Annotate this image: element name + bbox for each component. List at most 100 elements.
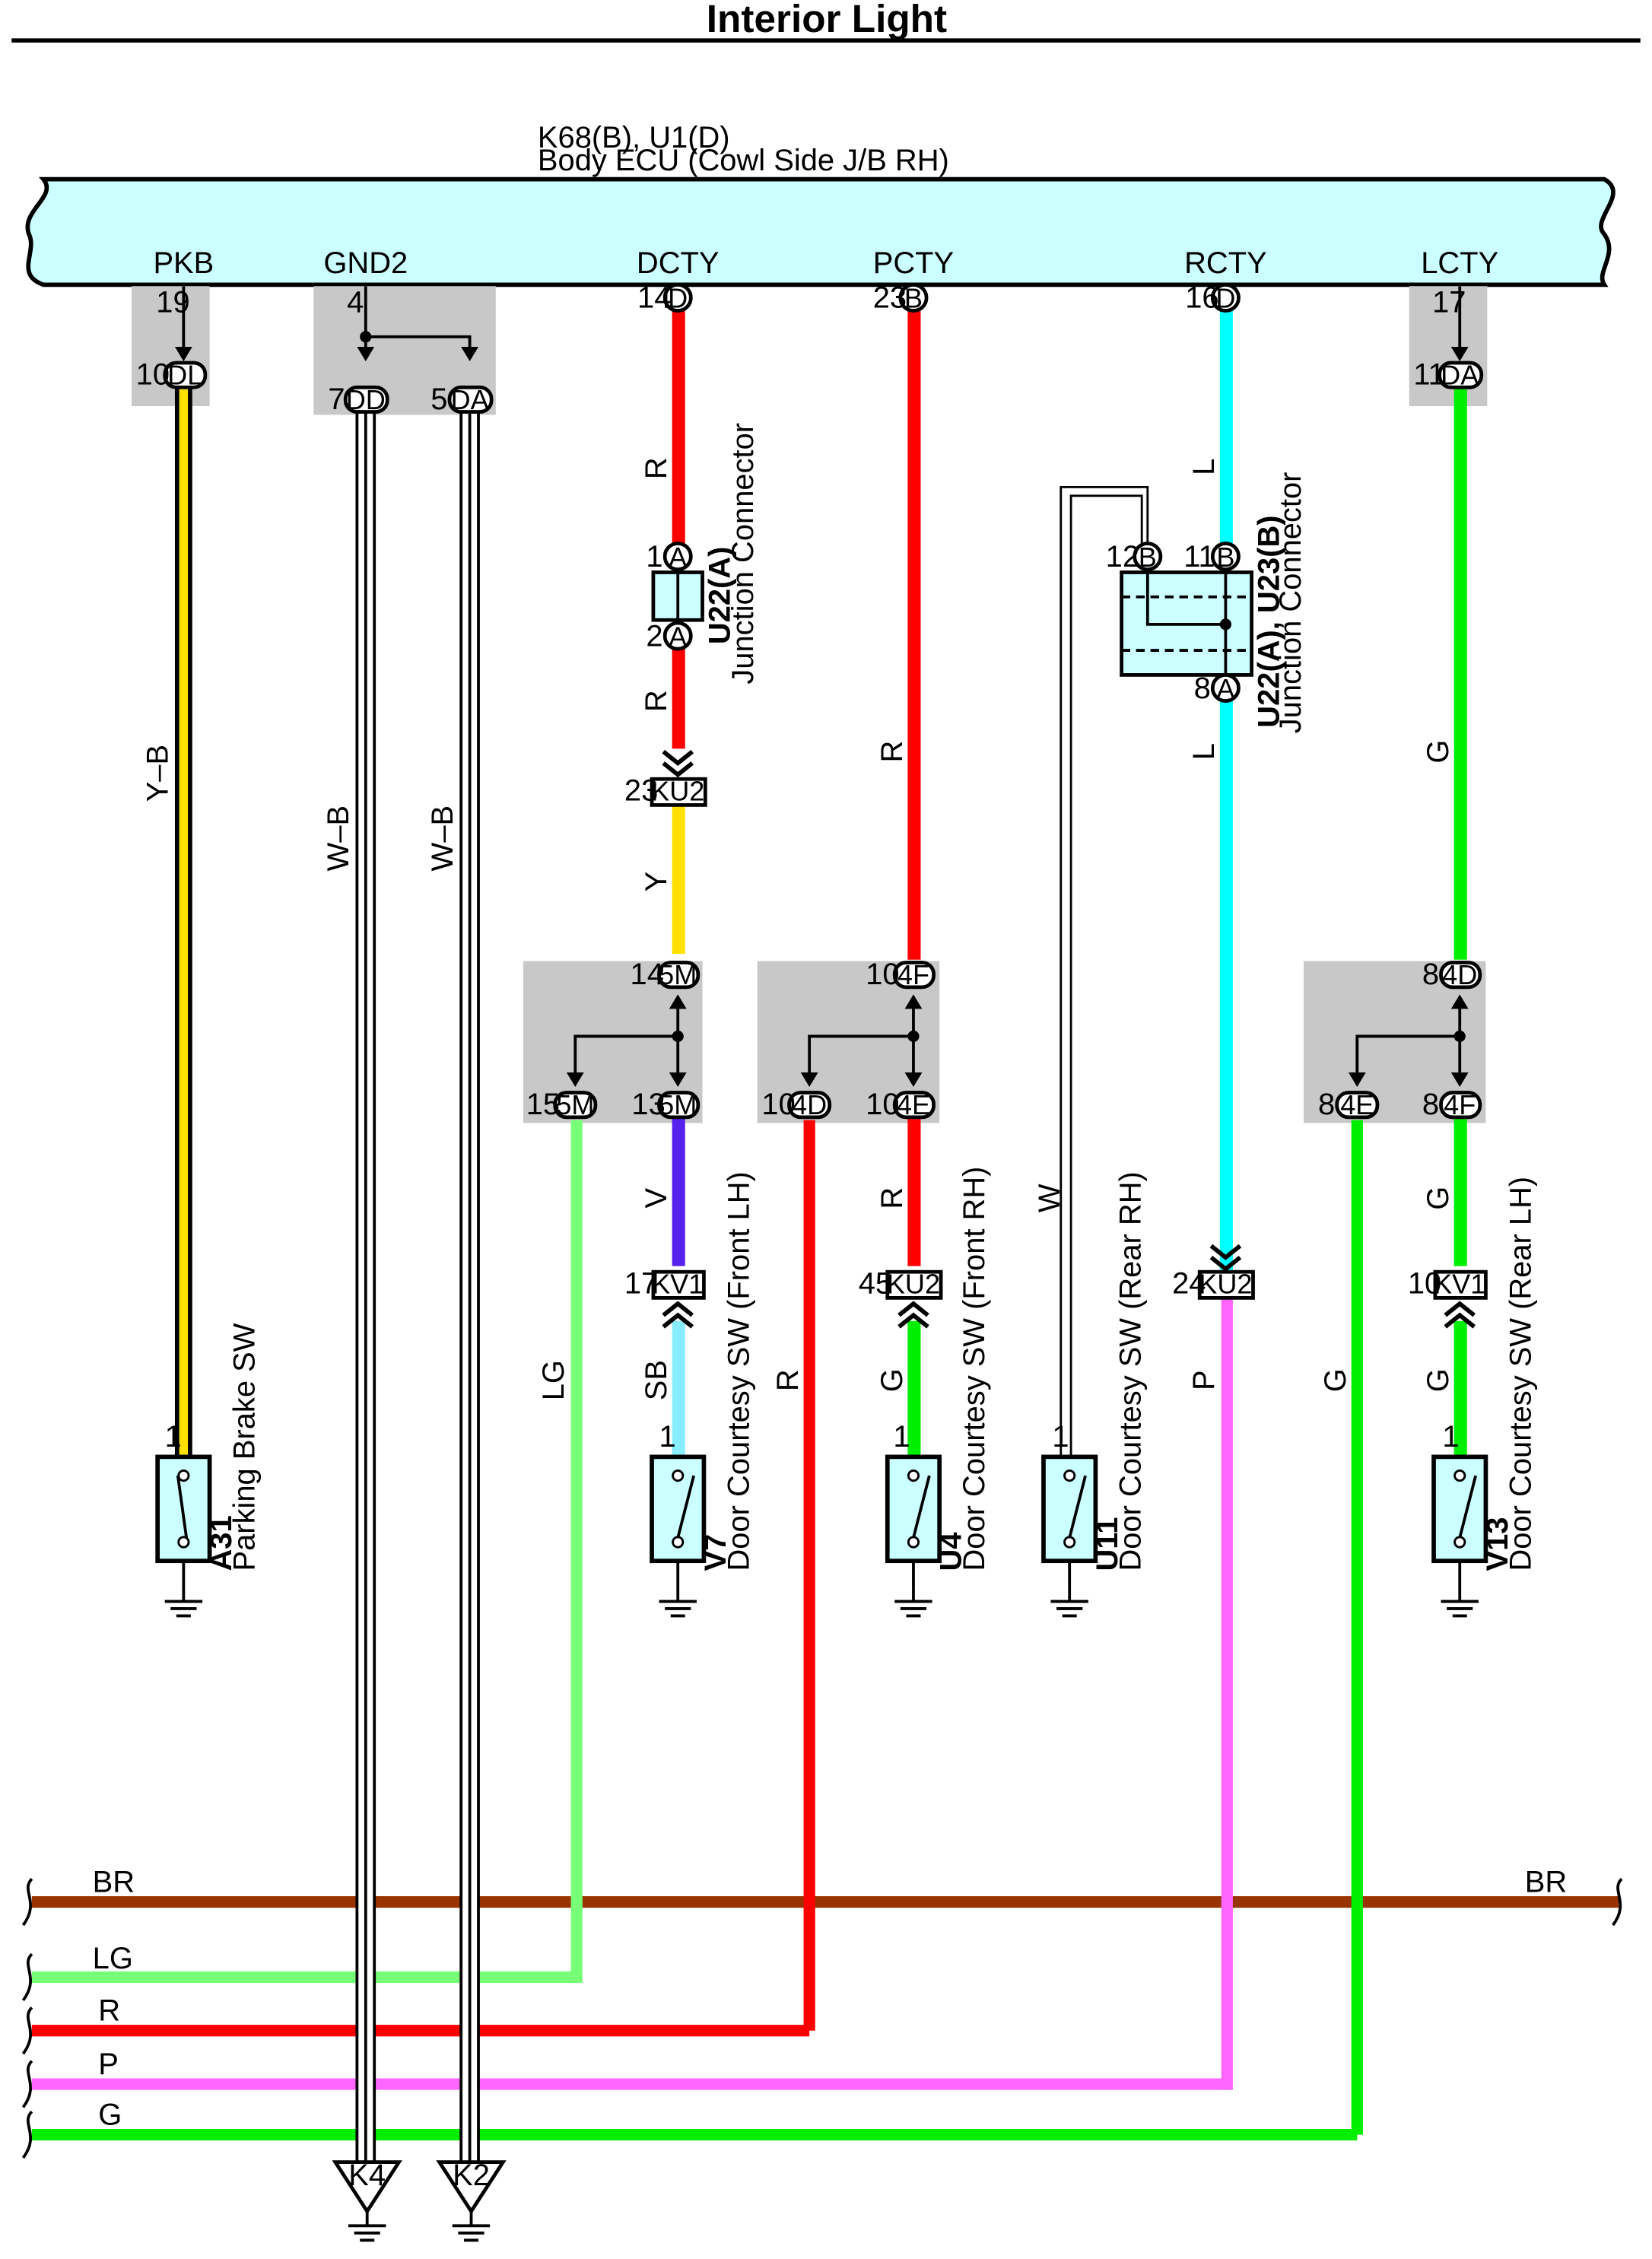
switch-contact-bottom [907,1536,920,1549]
pkb-wire [179,383,189,1460]
rcty-pin-code: D [1215,283,1235,314]
switch-name: Door Courtesy SW (Front RH) [958,1167,991,1571]
connector-dl-code: DL [167,359,202,390]
connector-ku2-front-rh-code: KU2 [887,1269,940,1300]
connector-5m-right [657,1091,701,1120]
connector-4f-top-pin: 10 [866,958,899,991]
connector-ku2-front-rh-pin: 45 [859,1267,892,1301]
dcty-wire-d [672,1115,685,1266]
connector-4d-top-code: 4D [1442,959,1477,990]
connector-4d-left-code: 4D [792,1089,827,1120]
switch-name: Parking Brake SW [227,1323,261,1571]
lcty-wire-a [1453,387,1467,960]
pcty-wire-label-g: G [875,1368,909,1392]
ku2-rear-chevron-2 [1209,1255,1242,1272]
connector-4e-right [892,1091,936,1120]
kv1-rear-chevron-1 [1444,1301,1476,1317]
switch-contact-bottom [1453,1536,1466,1549]
connector-4d-top [1439,961,1482,990]
gnd2-wire-label-right: W–B [426,805,459,871]
pkb-wire-label: Y–B [141,745,174,802]
switch-contact-bottom [177,1536,190,1549]
u23-pin-8 [1210,673,1241,703]
rcty-wire-c [1221,1298,1233,2090]
ground-k2-icon [450,2210,492,2242]
dcty-wire-c [672,803,685,955]
u11-pin: 1 [1052,1420,1069,1454]
g-wire-label: G [1319,1368,1352,1392]
ecu-terminal-lcty: LCTY [1421,246,1498,280]
connector-ku2-rear-pin: 24 [1172,1267,1206,1301]
ecu-terminal-rcty: RCTY [1184,246,1267,280]
connector-da-gnd [447,385,494,414]
pcty-wire-c [907,1320,921,1457]
pcty-wire-a [907,309,921,960]
bus-label-br-left: BR [93,1865,135,1898]
u22-pin-2-num: 2 [646,619,662,653]
w-wire [1060,485,1149,1457]
dcty-wire-e [672,1320,685,1457]
gnd2-pin-top: 4 [347,285,364,319]
ku2-front-rh-chevron-1 [897,1301,929,1317]
lcty-wire-label-g1: G [1422,740,1455,764]
lcty-circuit: DA 17 11 G 4D 8 4E 8 4F 8 G KV1 10 G 1 [1318,285,1488,1457]
connector-5m-left [553,1091,598,1120]
u23-node [1219,618,1232,631]
page-title: Interior Light [707,0,947,40]
v13-pin: 1 [1442,1420,1459,1454]
bus-break-marks [21,1877,1623,2159]
ecu-terminal-dcty: DCTY [637,246,720,280]
r-wire-label: R [771,1369,805,1391]
dcty-wire-label-v: V [640,1188,673,1209]
connector-kv1-front [651,1269,706,1300]
ecu-terminal-pkb: PKB [153,246,214,280]
connector-ku2-d [650,777,707,807]
u23-name: Junction Connector [1274,472,1307,734]
connector-4f-top [892,961,936,990]
ku2-d-chevron-1 [662,749,694,766]
switch-lever [1068,1475,1087,1539]
break-mark-g [21,2110,33,2159]
u22-pin-1-num: 1 [646,540,662,573]
break-mark-br-left [21,1877,33,1927]
pcty-pin-top: 23 [873,281,907,315]
pkb-pin-bottom: 10 [136,357,170,391]
switch-contact-top [1453,1469,1466,1482]
switch-contact-top [672,1469,685,1482]
u23-pin-11-num: 11 [1183,540,1215,573]
dcty-pin-circle [662,282,693,313]
ku2-front-rh-chevron-2 [897,1312,929,1329]
ground-k4-label: K4 [348,2159,386,2192]
connector-5m-right-pin: 13 [631,1088,665,1121]
connector-kv1-rear [1433,1269,1488,1300]
u23-bridge [1145,572,1226,626]
switch-name: Door Courtesy SW (Rear RH) [1114,1171,1147,1571]
dcty-wire-label-r1: R [640,457,673,479]
u22-pin-2 [662,621,693,651]
u23-pin-8-code: A [1216,673,1234,704]
lg-wire [570,1120,583,1984]
u22-pin-2-code: A [669,621,687,652]
a31-pin: 1 [165,1420,182,1454]
connector-ku2-d-pin: 23 [624,774,658,808]
switch-contact-bottom [1063,1536,1076,1549]
bus-label-br-right: BR [1525,1865,1567,1898]
connector-5m-right-code: 5M [659,1089,697,1120]
ground-icon [163,1585,204,1618]
j5m-branch [573,1034,678,1072]
w-wire-label: W [1033,1184,1066,1212]
lcty-wire-b [1453,1115,1467,1266]
pcty-circuit: B 23 R 4F 10 4D 10 4E 10 R KU2 45 G 1 [761,281,943,1457]
connector-da-lcty-code: DA [1441,359,1479,390]
break-mark-br-right [1612,1877,1623,1927]
switch-contact-top [907,1469,920,1482]
kv1-rear-chevron-2 [1444,1312,1476,1329]
ground-icon [1439,1585,1480,1618]
switch-lever [676,1475,695,1539]
kv1-front-chevron-2 [662,1312,694,1329]
u22-code: U22(A) [704,547,737,645]
